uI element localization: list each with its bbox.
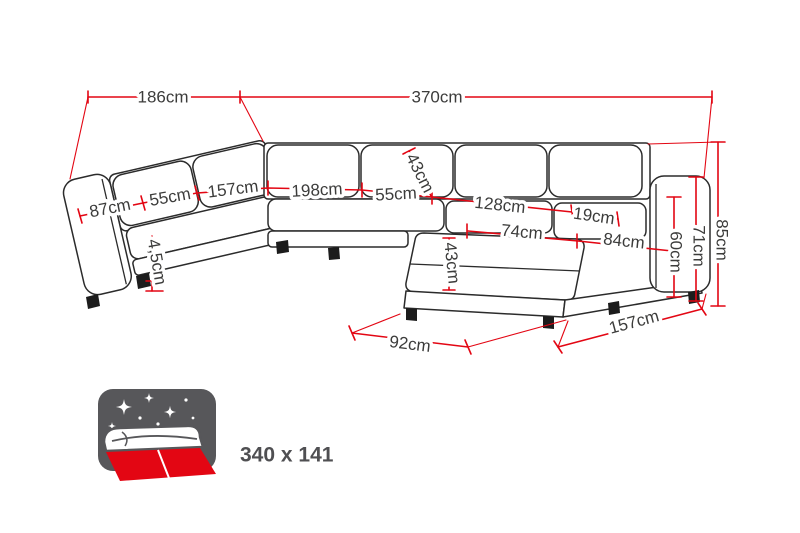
back-cushion (454, 144, 548, 198)
dim-label-chaise-front: 92cm (388, 332, 432, 356)
dim-height-chain (647, 141, 726, 307)
leg (136, 273, 151, 289)
sofa-left-wing (62, 139, 288, 296)
leg (86, 294, 100, 309)
sofa-right-arm (649, 175, 711, 293)
leg (328, 247, 340, 260)
leg (543, 316, 554, 329)
sofa-main-section (263, 142, 651, 248)
dim-chaise-height (442, 237, 456, 291)
dim-label-seat-height: 60cm (667, 231, 686, 273)
bed-duvet-fold (111, 435, 198, 442)
back-cushion (360, 144, 454, 198)
leg (688, 290, 700, 304)
sleep-function-icon: 340 x 141 (98, 389, 334, 481)
dim-label-seat-width: 55cm (375, 183, 418, 204)
dim-label-total-width: 370cm (411, 88, 462, 107)
back-cushion (266, 144, 360, 198)
bed-mattress-red (106, 448, 216, 481)
main-seat-cushion (267, 198, 445, 232)
dim-top-chain (69, 90, 713, 180)
bed-duvet-fold (121, 431, 128, 447)
bed-duvet (102, 424, 205, 453)
dim-right-depth (553, 293, 707, 354)
dim-back-cushion-height (402, 147, 432, 197)
dim-label-left-back-width: 186cm (137, 88, 188, 107)
main-seat-cushion (445, 200, 553, 234)
right-armrest (649, 175, 711, 293)
dim-seat-chain (77, 180, 433, 224)
dim-chaise-chain (466, 223, 673, 259)
dim-leg-height (145, 235, 164, 292)
dim-label-chaise-width-top: 74cm (500, 221, 543, 244)
bed-mattress-seam (157, 449, 170, 479)
dim-label-right-section: 84cm (602, 229, 645, 252)
sofa-legs (86, 240, 700, 329)
dim-label-arm-height: 71cm (690, 225, 709, 267)
sofa-drawing (62, 139, 711, 329)
dim-right-seat-chain (431, 196, 620, 227)
sofa-chaise (403, 232, 703, 318)
leg (406, 308, 417, 321)
dim-chaise-width (348, 313, 567, 355)
chaise-cushion (405, 232, 585, 301)
left-armrest (62, 173, 133, 296)
chaise-seam (409, 263, 581, 272)
dimension-lines (69, 90, 726, 355)
fold-out-bed-icon (102, 424, 216, 481)
leg (608, 301, 620, 315)
bed-size-label: 340 x 141 (240, 444, 334, 467)
leg (276, 240, 289, 254)
main-front-rail (267, 230, 409, 248)
dim-label-total-height: 85cm (713, 219, 732, 261)
left-armrest-inner-edge (101, 178, 127, 285)
dim-label-main-seat: 198cm (291, 179, 343, 201)
back-cushion (112, 160, 200, 227)
back-cushion (548, 144, 643, 198)
